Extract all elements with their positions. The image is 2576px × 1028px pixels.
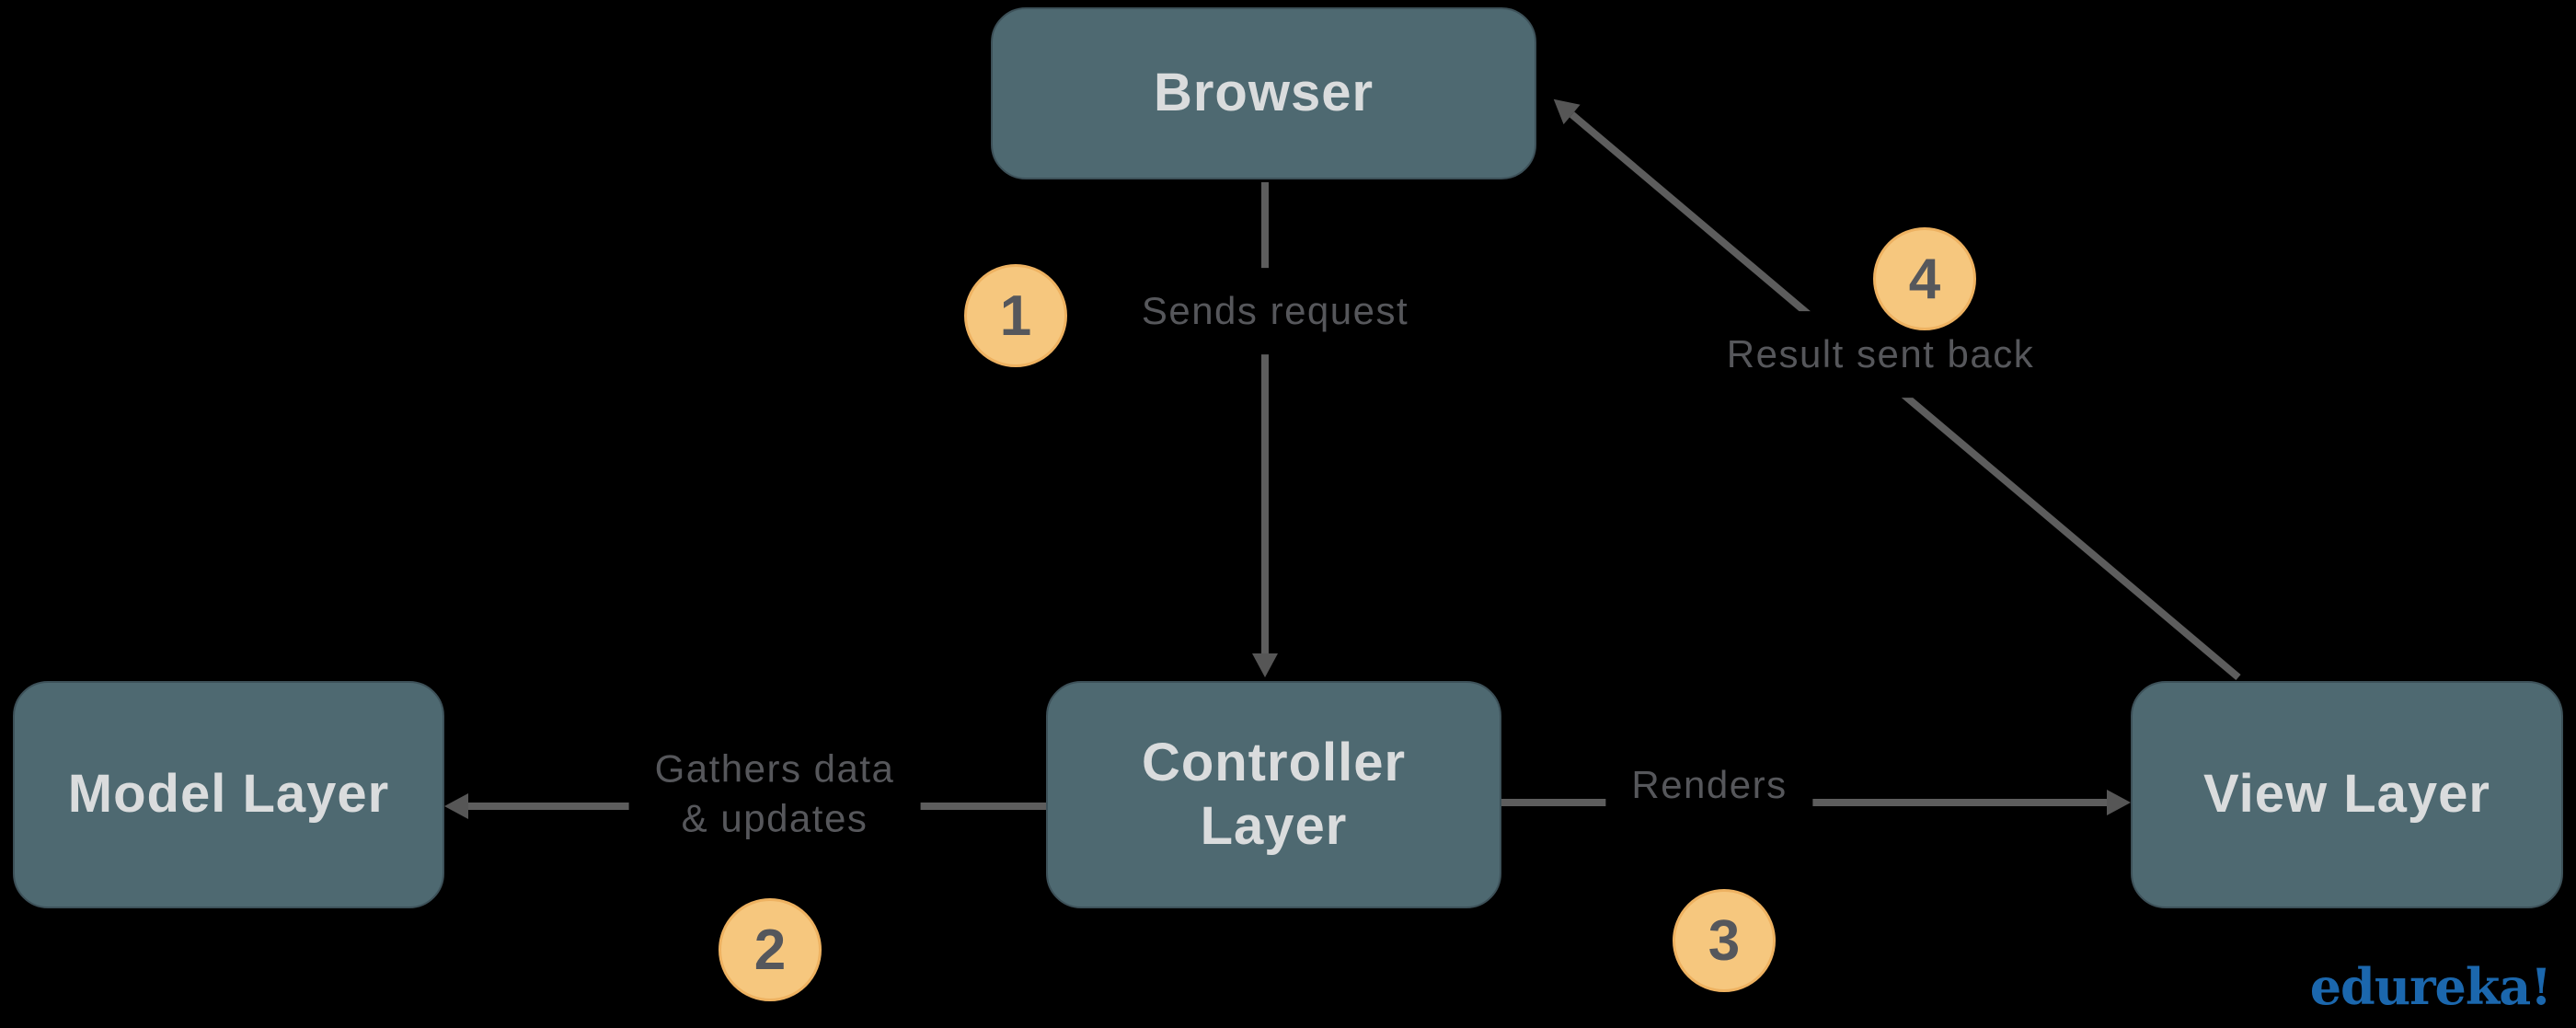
edge-label-text: Renders bbox=[1631, 763, 1788, 807]
edge-label-text-line2: & updates bbox=[681, 796, 868, 839]
edge-label-text-line1: Gathers data bbox=[654, 746, 895, 791]
controller-layer-node: Controller Layer bbox=[1046, 681, 1501, 908]
edge-label-renders: Renders bbox=[1605, 742, 1813, 828]
step-1-badge: 1 bbox=[964, 264, 1067, 367]
edureka-logo: edureka! bbox=[2309, 957, 2552, 1016]
model-layer-node: Model Layer bbox=[13, 681, 444, 908]
view-layer-node: View Layer bbox=[2131, 681, 2563, 908]
step-number: 3 bbox=[1708, 908, 1741, 973]
view-layer-node-label: View Layer bbox=[2202, 764, 2490, 825]
model-layer-node-label: Model Layer bbox=[67, 764, 390, 825]
arrowhead-icon bbox=[1252, 653, 1278, 677]
step-3-badge: 3 bbox=[1673, 889, 1776, 992]
step-number: 2 bbox=[753, 918, 787, 982]
arrow-shaft bbox=[1261, 182, 1269, 653]
arrowhead-icon bbox=[2107, 790, 2131, 815]
step-number: 4 bbox=[1908, 247, 1941, 311]
browser-node: Browser bbox=[991, 7, 1536, 179]
step-number: 1 bbox=[999, 283, 1032, 348]
edge-label-text: Sends request bbox=[1141, 289, 1409, 333]
edge-label-sends-request: Sends request bbox=[1115, 268, 1435, 354]
browser-node-label: Browser bbox=[1153, 63, 1374, 123]
step-2-badge: 2 bbox=[719, 898, 822, 1001]
step-4-badge: 4 bbox=[1873, 227, 1976, 330]
arrowhead-icon bbox=[444, 793, 468, 819]
edge-label-text: Result sent back bbox=[1726, 332, 2035, 376]
controller-layer-node-label: Controller Layer bbox=[1141, 733, 1407, 856]
edge-label-gathers-data: Gathers data & updates bbox=[628, 725, 921, 861]
edge-label-result-sent-back: Result sent back bbox=[1700, 311, 2061, 398]
